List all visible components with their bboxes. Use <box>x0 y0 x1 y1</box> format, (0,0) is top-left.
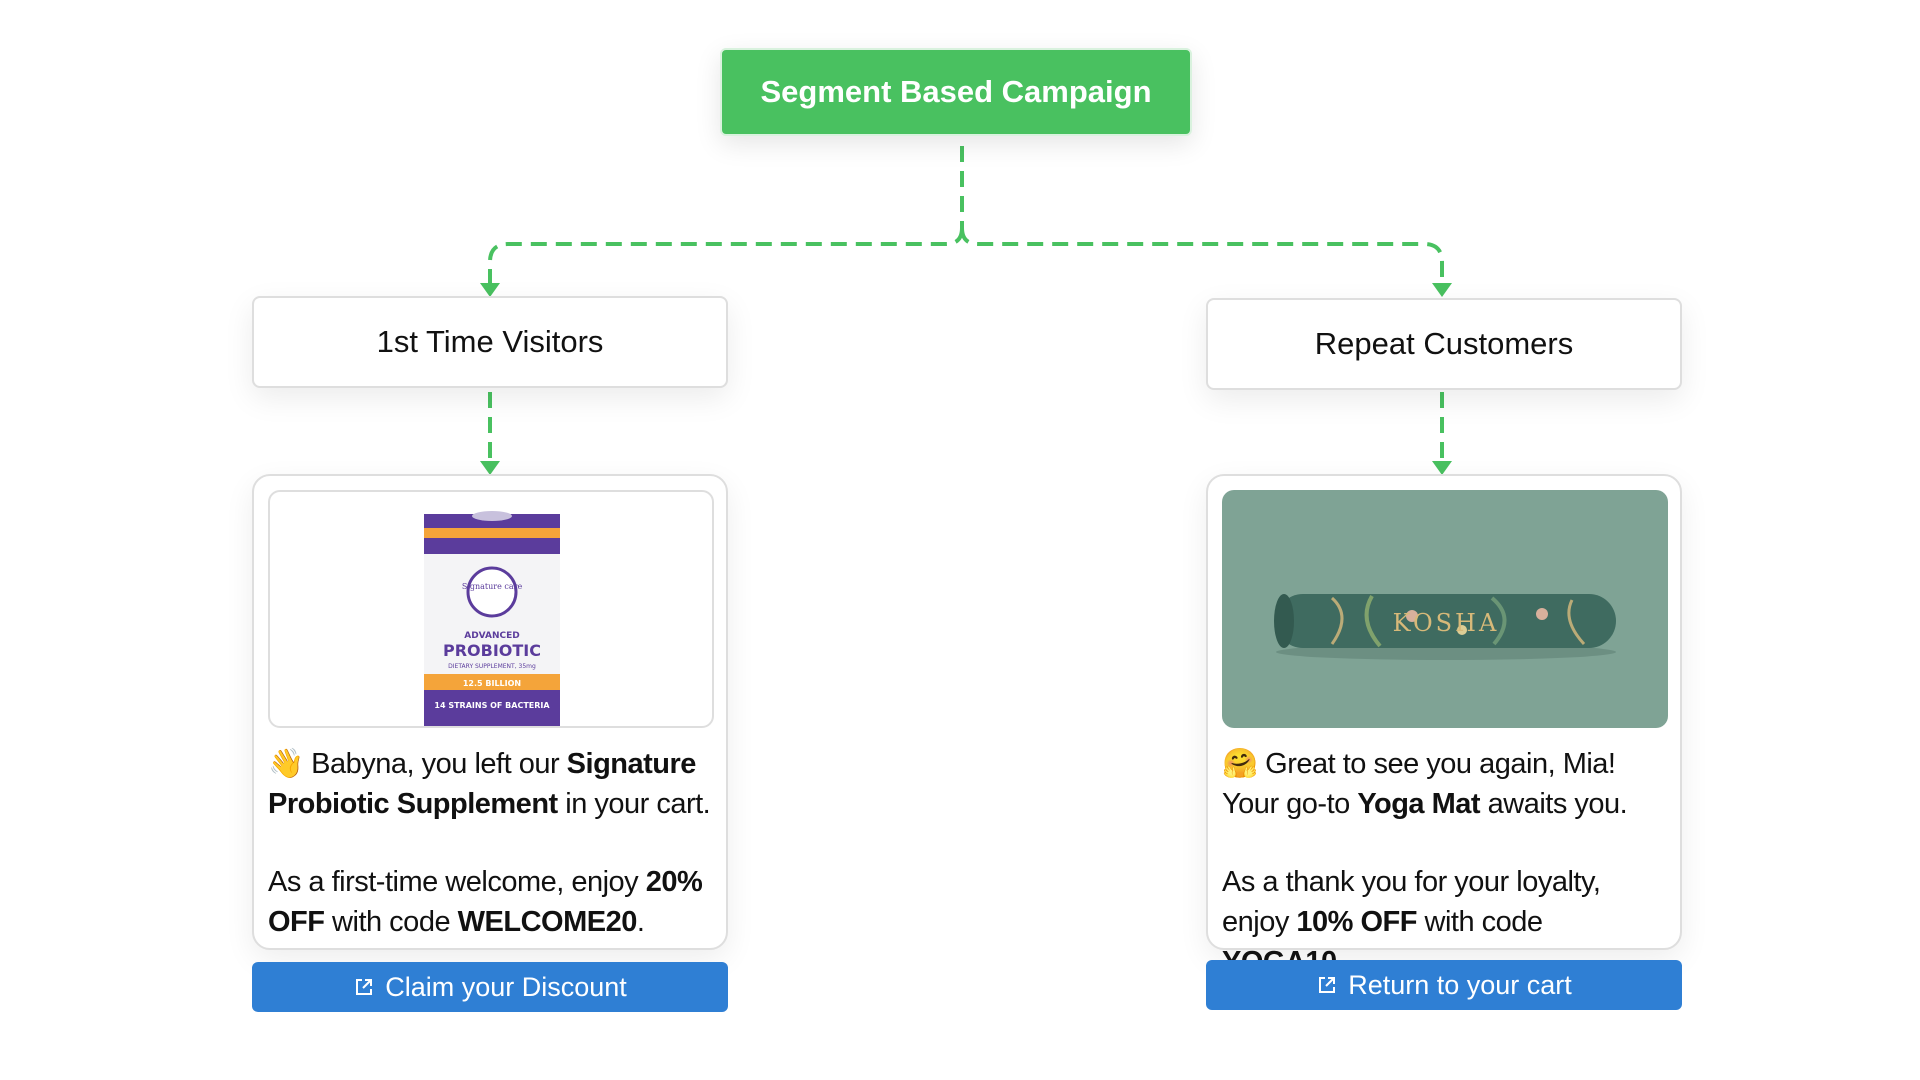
external-link-icon <box>1316 974 1338 996</box>
message-paragraph-1: 🤗 Great to see you again, Mia! Your go-t… <box>1222 748 1628 820</box>
claim-discount-button[interactable]: Claim your Discount <box>252 962 728 1012</box>
message-paragraph-2: As a first-time welcome, enjoy 20% OFF w… <box>268 866 703 938</box>
hugging-face-emoji: 🤗 <box>1222 748 1258 780</box>
svg-text:DIETARY SUPPLEMENT, 35mg: DIETARY SUPPLEMENT, 35mg <box>448 663 536 670</box>
claim-discount-label: Claim your Discount <box>385 971 627 1002</box>
svg-text:Signature care: Signature care <box>462 582 523 591</box>
message-card-repeat-customers: KOSHA 🤗 Great to see you again, Mia! You… <box>1206 474 1682 978</box>
segment-label: Repeat Customers <box>1314 326 1574 361</box>
return-to-cart-label: Return to your cart <box>1348 969 1572 1000</box>
segment-label: 1st Time Visitors <box>376 324 604 359</box>
connector-branch-left <box>488 227 964 284</box>
segment-node-first-time-visitors: 1st Time Visitors <box>252 296 728 388</box>
arrowhead-left-card <box>480 461 500 475</box>
message-text: 👋 Babyna, you left our Signature Probiot… <box>268 744 712 942</box>
segment-node-repeat-customers: Repeat Customers <box>1206 298 1682 390</box>
probiotic-product-image: Signature care ADVANCED PROBIOTIC DIETAR… <box>268 490 714 728</box>
message-text: 🤗 Great to see you again, Mia! Your go-t… <box>1222 744 1666 982</box>
root-campaign-label: Segment Based Campaign <box>760 74 1152 109</box>
message-paragraph-1: 👋 Babyna, you left our Signature Probiot… <box>268 748 711 820</box>
product-name: Signature Probiotic Supplement <box>268 748 696 820</box>
message-card-first-time-visitors: Signature care ADVANCED PROBIOTIC DIETAR… <box>252 474 728 950</box>
svg-text:12.5 BILLION: 12.5 BILLION <box>463 679 521 688</box>
svg-text:PROBIOTIC: PROBIOTIC <box>443 641 541 660</box>
connector-branch-right <box>960 227 1444 284</box>
product-name: Yoga Mat <box>1357 788 1481 820</box>
discount-amount: 10% OFF <box>1296 906 1417 938</box>
arrowhead-right-segment <box>1432 283 1452 297</box>
svg-text:KOSHA: KOSHA <box>1393 609 1500 637</box>
external-link-icon <box>353 976 375 998</box>
waving-hand-emoji: 👋 <box>268 748 304 780</box>
arrowhead-right-card <box>1432 461 1452 475</box>
rolled-yoga-mat-icon: KOSHA <box>1274 594 1616 660</box>
svg-text:ADVANCED: ADVANCED <box>464 631 520 641</box>
arrowhead-left-segment <box>480 283 500 297</box>
return-to-cart-button[interactable]: Return to your cart <box>1206 960 1682 1010</box>
discount-amount: 20% OFF <box>268 866 703 938</box>
yoga-mat-product-image: KOSHA <box>1222 490 1668 728</box>
root-campaign-node: Segment Based Campaign <box>720 48 1192 136</box>
svg-text:14 STRAINS OF BACTERIA: 14 STRAINS OF BACTERIA <box>434 701 550 710</box>
probiotic-box-icon: Signature care ADVANCED PROBIOTIC DIETAR… <box>424 511 560 726</box>
discount-code: WELCOME20 <box>457 906 638 938</box>
